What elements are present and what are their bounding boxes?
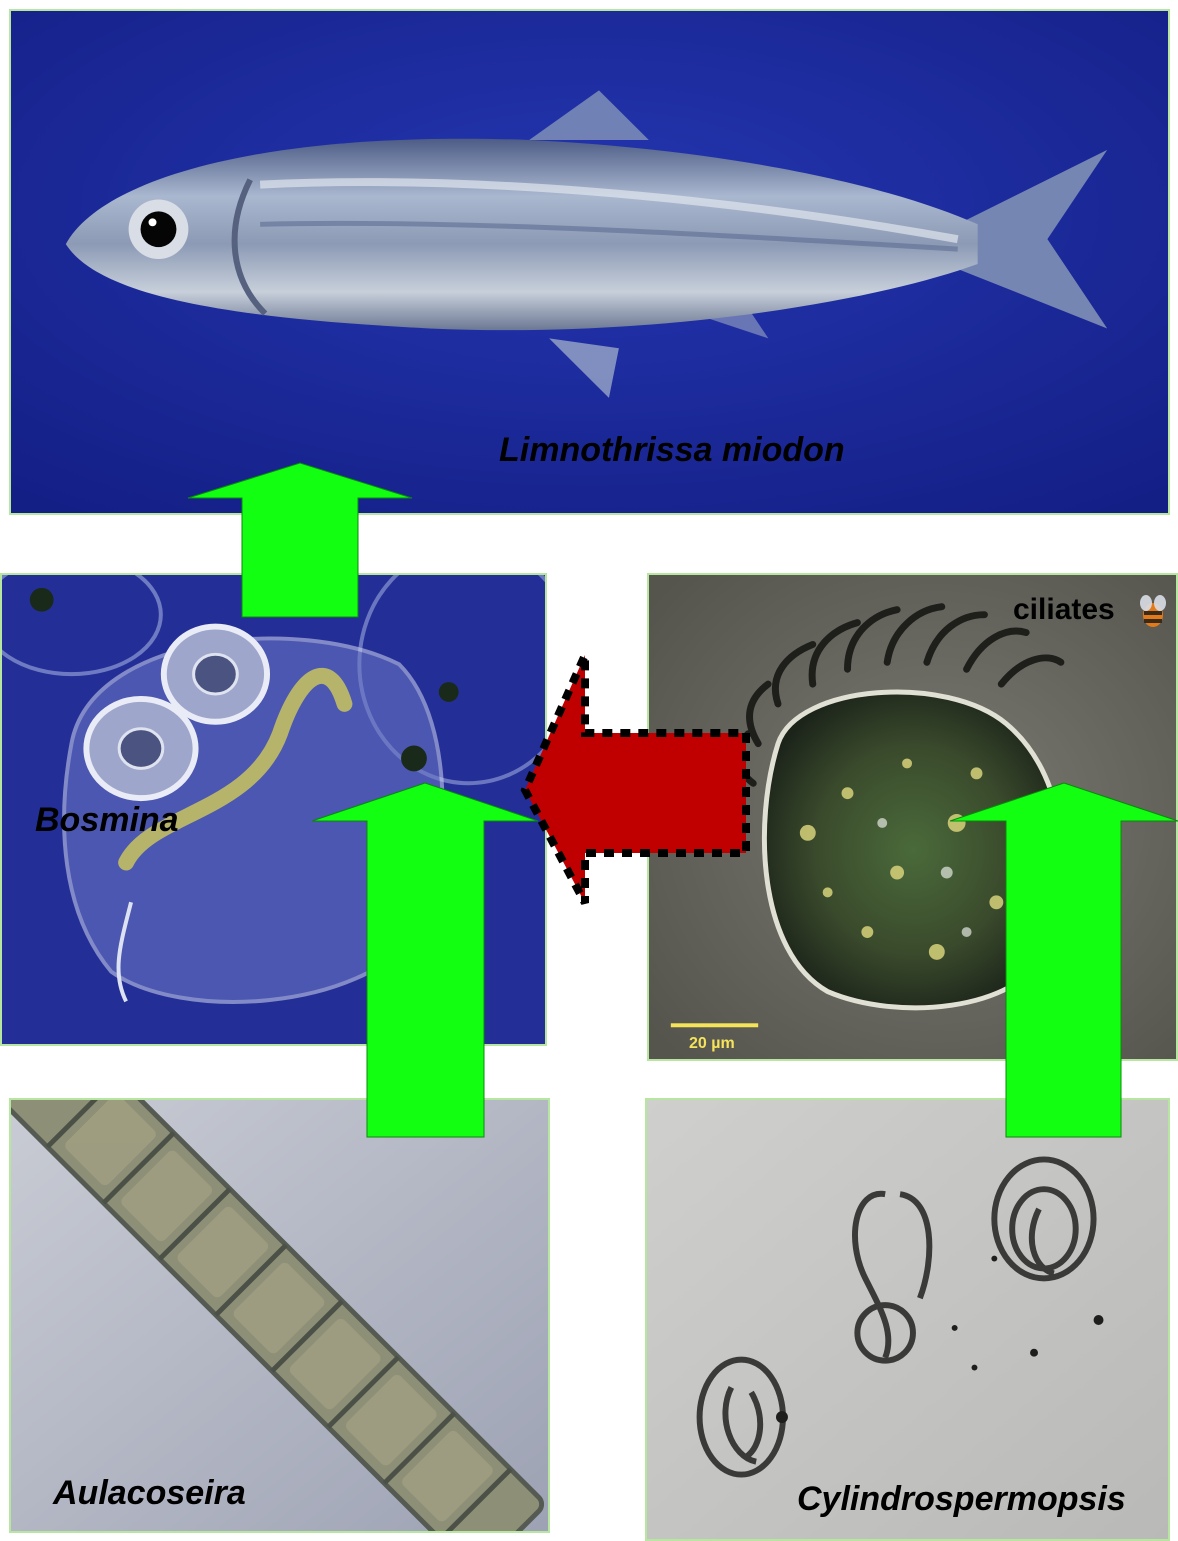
aulacoseira-photo-panel: Aulacoseira	[9, 1098, 550, 1533]
ciliates-label: ciliates	[1013, 593, 1115, 627]
fish-photo-panel: Limnothrissa miodon	[9, 9, 1170, 515]
cylindrospermopsis-label: Cylindrospermopsis	[797, 1480, 1126, 1519]
bosmina-photo-panel: Bosmina	[0, 573, 547, 1046]
aulacoseira-photo	[11, 1100, 548, 1531]
fish-label: Limnothrissa miodon	[499, 431, 845, 470]
cylindrospermopsis-photo	[647, 1100, 1168, 1539]
ciliate-photo-panel: 20 µm ciliates	[647, 573, 1178, 1061]
bosmina-label: Bosmina	[35, 801, 179, 840]
aulacoseira-label: Aulacoseira	[53, 1474, 246, 1513]
scale-bar-label: 20 µm	[689, 1035, 735, 1053]
bee-icon	[1136, 593, 1170, 633]
ciliate-photo	[649, 575, 1176, 1059]
cylindrospermopsis-photo-panel: Cylindrospermopsis	[645, 1098, 1170, 1541]
